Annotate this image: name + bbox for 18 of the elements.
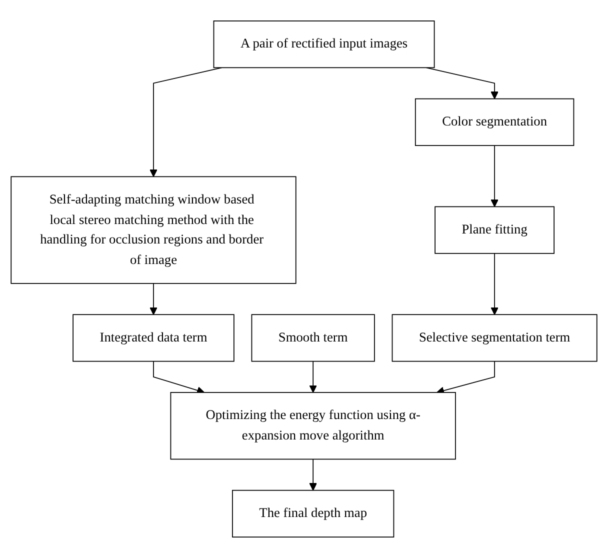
- node-box: A pair of rectified input images: [213, 20, 435, 68]
- node-box: The final depth map: [232, 490, 394, 538]
- arrow: [309, 458, 317, 491]
- node-box: Integrated data term: [72, 314, 234, 362]
- arrow: [153, 360, 205, 394]
- node-box: Color segmentation: [414, 98, 574, 146]
- node-box: Selective segmentation term: [392, 314, 598, 362]
- arrow: [426, 67, 498, 100]
- arrow: [490, 145, 498, 208]
- node-box: Optimizing the energy function using α-expansion move algorithm: [170, 392, 456, 460]
- node-box: Plane fitting: [434, 206, 555, 254]
- arrow: [490, 252, 498, 315]
- node-box: Self-adapting matching window based local stereo matching method with the handling for occlusion regions and border of image: [10, 176, 296, 284]
- arrow: [150, 283, 158, 315]
- arrow: [150, 67, 222, 178]
- arrow: [309, 360, 317, 393]
- node-box: Smooth term: [251, 314, 375, 362]
- arrow: [436, 360, 496, 394]
